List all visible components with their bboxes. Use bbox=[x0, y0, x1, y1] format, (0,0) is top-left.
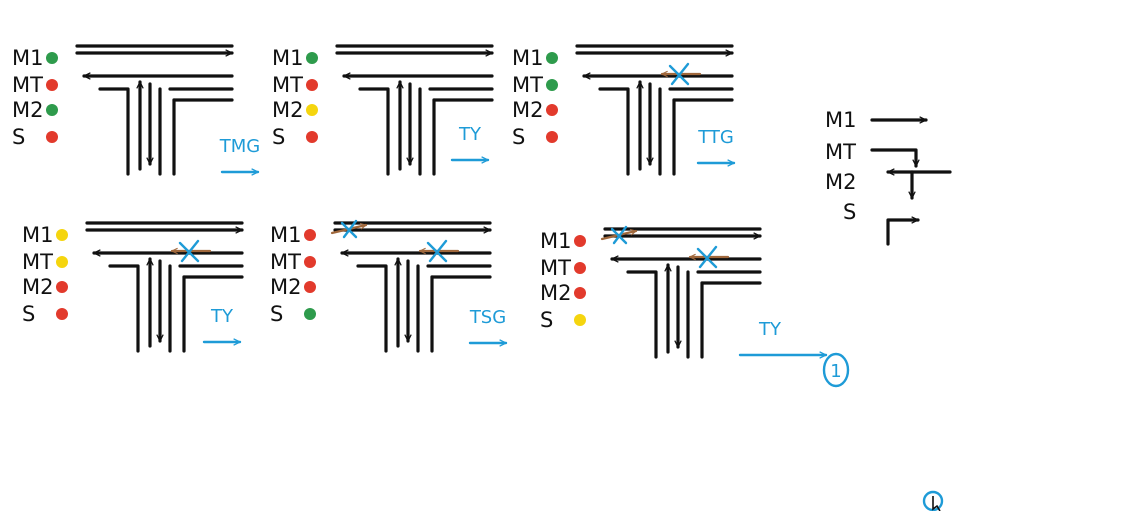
state-5-light-s bbox=[304, 308, 316, 320]
state-6-light-mt bbox=[574, 262, 586, 274]
transition-4: TY bbox=[202, 306, 242, 342]
state-1-light-m1 bbox=[46, 52, 58, 64]
state-6-light-s bbox=[574, 314, 586, 326]
transition-2: TY bbox=[450, 124, 490, 160]
transition-6-label: TY bbox=[758, 319, 782, 340]
state-6-label-m1: M1 bbox=[540, 229, 571, 253]
legend-label-m1: M1 bbox=[825, 108, 856, 132]
legend-arrow-path bbox=[870, 148, 916, 168]
state-3-light-m1 bbox=[546, 52, 558, 64]
state-4-label-mt: MT bbox=[22, 250, 53, 274]
state-2-light-s bbox=[306, 131, 318, 143]
state-2-label-m2: M2 bbox=[272, 98, 303, 122]
state-5-label-m2: M2 bbox=[270, 275, 301, 299]
road-line bbox=[108, 264, 140, 353]
state-3-light-s bbox=[546, 131, 558, 143]
state-4-light-mt bbox=[56, 256, 68, 268]
state-4-light-m2 bbox=[56, 281, 68, 293]
state-5-light-mt bbox=[304, 256, 316, 268]
state-6-label-s: S bbox=[540, 308, 553, 332]
blocked-m2-x-icon bbox=[668, 62, 690, 86]
state-5-light-m2 bbox=[304, 281, 316, 293]
state-4-label-m2: M2 bbox=[22, 275, 53, 299]
state-3-light-m2 bbox=[546, 104, 558, 116]
state-1-label-s: S bbox=[12, 125, 25, 149]
blocked-m1-x-icon bbox=[610, 225, 628, 245]
blocked-m2-x-icon bbox=[696, 245, 718, 269]
legend-arrow-path bbox=[886, 220, 920, 246]
left-and-down-arrow-icon bbox=[886, 172, 952, 200]
state-6-label-m2: M2 bbox=[540, 281, 571, 305]
road-line bbox=[358, 87, 390, 176]
state-3-label-s: S bbox=[512, 125, 525, 149]
state-2-light-m1 bbox=[306, 52, 318, 64]
transition-1: TMG bbox=[219, 136, 260, 172]
state-2-label-m1: M1 bbox=[272, 46, 303, 70]
state-1-light-m2 bbox=[46, 104, 58, 116]
state-3-label-mt: MT bbox=[512, 73, 543, 97]
state-3-label-m2: M2 bbox=[512, 98, 543, 122]
state-5-label-s: S bbox=[270, 302, 283, 326]
road-line bbox=[598, 87, 630, 176]
legend-label-m2: M2 bbox=[825, 170, 856, 194]
state-1-label-m1: M1 bbox=[12, 46, 43, 70]
state-5-label-mt: MT bbox=[270, 250, 301, 274]
state-4-label-s: S bbox=[22, 302, 35, 326]
legend-label-s: S bbox=[843, 200, 856, 224]
road-line bbox=[356, 264, 388, 353]
blocked-m1-x-icon bbox=[340, 219, 358, 239]
state-5-light-m1 bbox=[304, 229, 316, 241]
state-2-light-m2 bbox=[306, 104, 318, 116]
state-1-light-mt bbox=[46, 79, 58, 91]
state-4-light-m1 bbox=[56, 229, 68, 241]
transition-5-label: TSG bbox=[469, 307, 506, 328]
final-state-label: 1 bbox=[830, 361, 841, 382]
state-4-label-m1: M1 bbox=[22, 223, 53, 247]
transition-5: TSG bbox=[468, 307, 508, 343]
right-turn-down-arrow-icon bbox=[870, 148, 916, 168]
state-4-light-s bbox=[56, 308, 68, 320]
blocked-m2-x-icon bbox=[426, 239, 448, 263]
transition-1-label: TMG bbox=[219, 136, 260, 157]
blocked-m2-x-icon bbox=[178, 239, 200, 263]
state-5-label-m1: M1 bbox=[270, 223, 301, 247]
state-1-label-m2: M2 bbox=[12, 98, 43, 122]
state-2-light-mt bbox=[306, 79, 318, 91]
transition-3-label: TTG bbox=[697, 127, 734, 148]
transition-3: TTG bbox=[696, 127, 736, 163]
state-3-label-m1: M1 bbox=[512, 46, 543, 70]
state-1-light-s bbox=[46, 131, 58, 143]
up-turn-right-arrow-icon bbox=[886, 220, 920, 246]
state-2-label-mt: MT bbox=[272, 73, 303, 97]
cursor-icon bbox=[922, 490, 944, 511]
state-6-label-mt: MT bbox=[540, 256, 571, 280]
final-state-circle bbox=[822, 352, 850, 388]
road-line bbox=[98, 87, 130, 176]
transition-4-label: TY bbox=[210, 306, 234, 327]
road-line bbox=[626, 270, 658, 359]
state-1-label-mt: MT bbox=[12, 73, 43, 97]
state-2-label-s: S bbox=[272, 125, 285, 149]
state-6-light-m1 bbox=[574, 235, 586, 247]
transition-2-label: TY bbox=[458, 124, 482, 145]
final-state-node: 1 bbox=[822, 352, 850, 388]
state-3-light-mt bbox=[546, 79, 558, 91]
legend-label-mt: MT bbox=[825, 140, 856, 164]
state-6-light-m2 bbox=[574, 287, 586, 299]
transition-6: TY bbox=[738, 319, 828, 355]
